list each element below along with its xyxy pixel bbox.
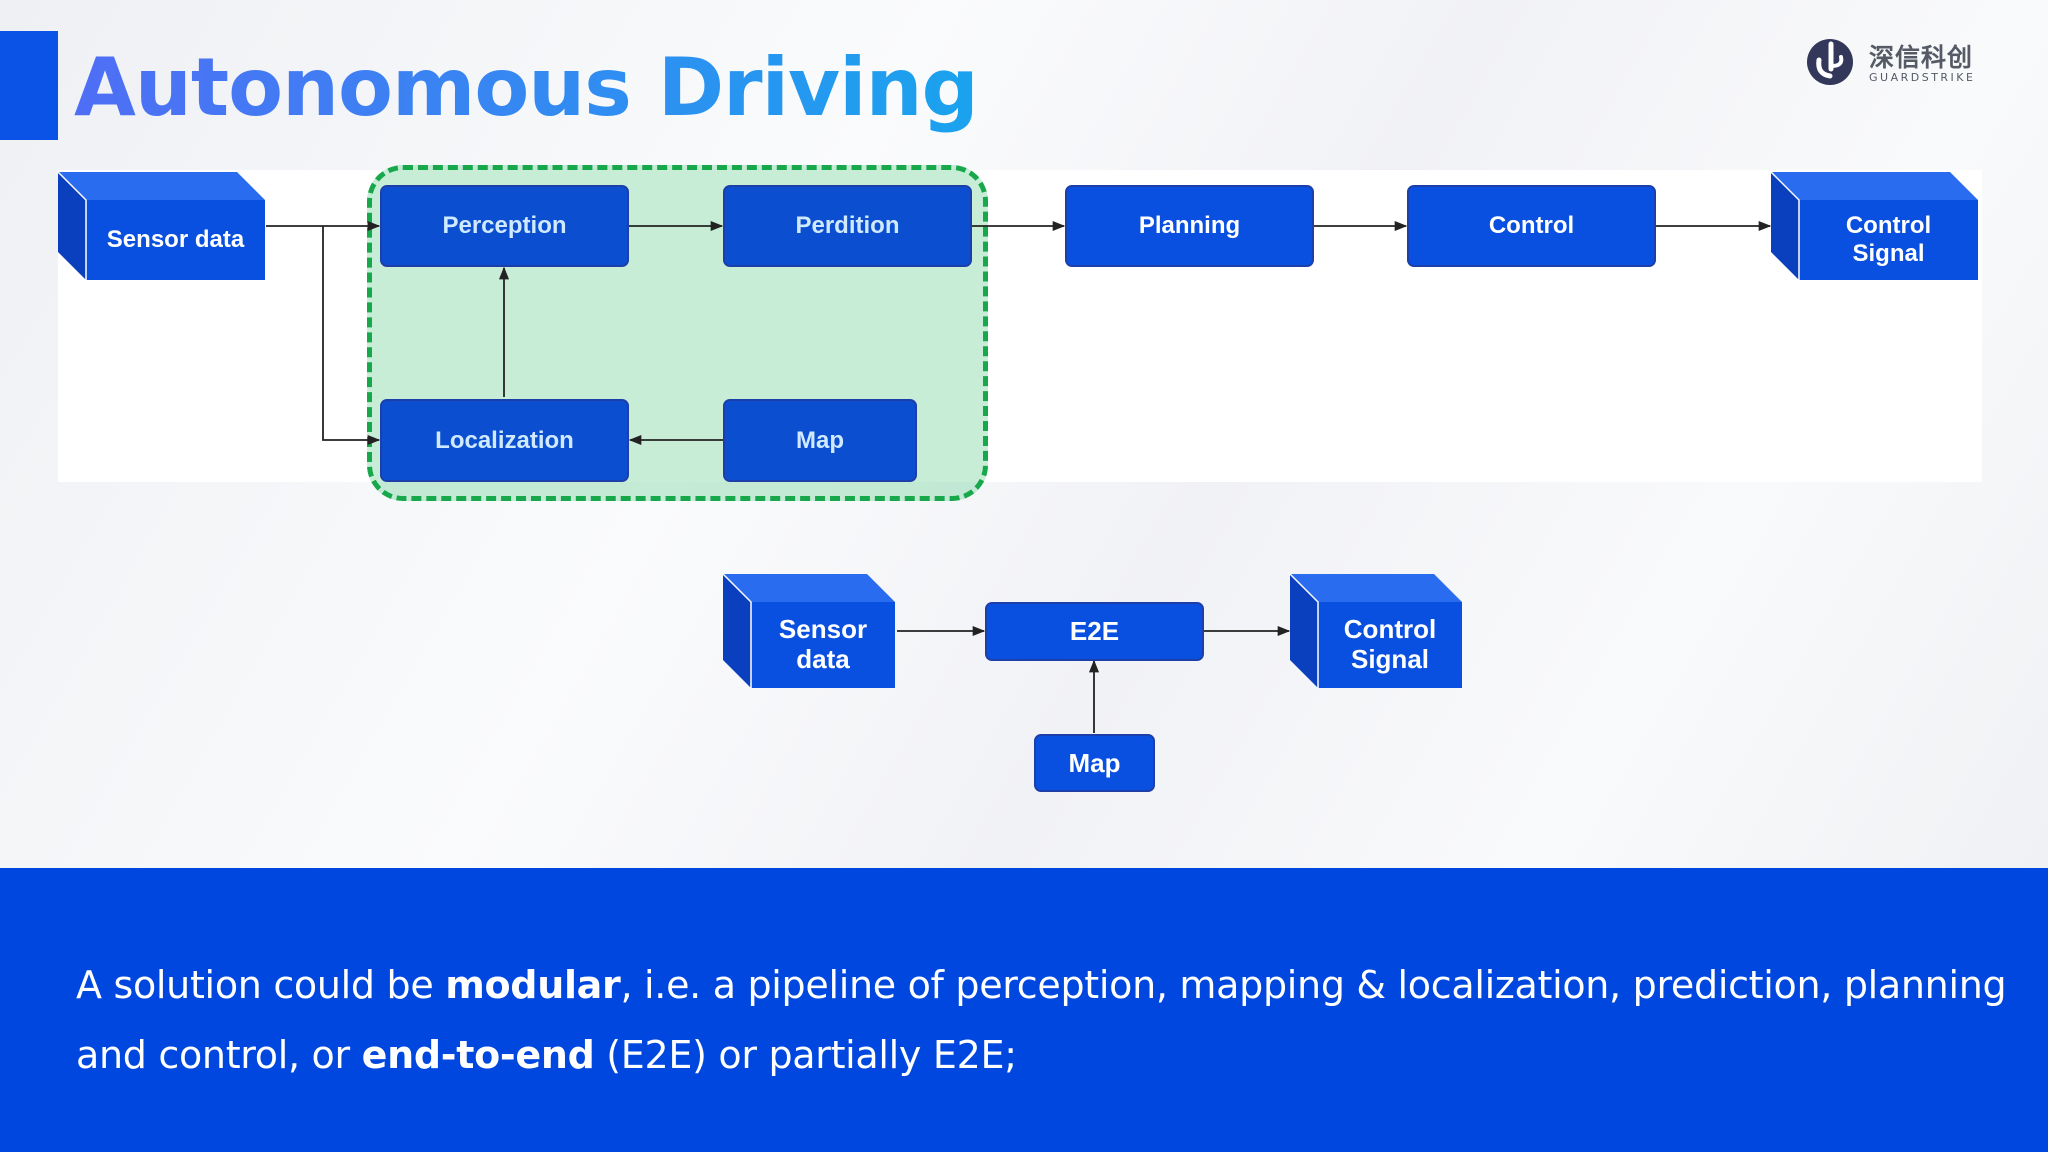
logo-mark-icon (1807, 39, 1853, 85)
arrow-sensor-to-localization (322, 226, 381, 446)
logo-name-cn: 深信科创 (1869, 43, 1974, 72)
caption-part2: , i.e. a pipeline of perception, mapping… (76, 963, 2007, 1077)
diagram-graphics (57, 171, 1978, 733)
caption-text: A solution could be modular, i.e. a pipe… (76, 950, 2016, 1090)
control-node: Control (1407, 185, 1656, 267)
perception-node: Perception (380, 185, 629, 267)
control-signal-label: Control Signal (1845, 212, 1932, 267)
modular-connectors (266, 220, 1772, 446)
caption-panel (0, 868, 2048, 1152)
prediction-node: Perdition (723, 185, 972, 267)
e2e-control-signal-label: Control Signal (1343, 614, 1437, 674)
company-logo: 深信科创 GUARDSTRIKE (1805, 36, 2005, 90)
e2e-map-node: Map (1034, 734, 1155, 792)
e2e-control-signal-cube (1289, 573, 1462, 688)
sensor-data-label: Sensor data (106, 226, 245, 254)
title-accent-bar (0, 31, 58, 140)
e2e-sensor-data-label: Sensor data (778, 614, 868, 674)
caption-part1: A solution could be (76, 963, 446, 1007)
map-node: Map (723, 399, 917, 482)
planning-node: Planning (1065, 185, 1314, 267)
e2e-sensor-data-cube (722, 573, 895, 688)
slide-title: Autonomous Driving (74, 38, 979, 138)
sensor-data-cube (57, 171, 265, 280)
caption-bold-end-to-end: end-to-end (361, 1033, 595, 1077)
e2e-connectors (897, 625, 1291, 733)
caption-bold-modular: modular (445, 963, 621, 1007)
caption-part3: (E2E) or partially E2E; (594, 1033, 1017, 1077)
control-signal-cube (1770, 171, 1978, 280)
logo-name-en: GUARDSTRIKE (1869, 71, 1976, 84)
e2e-model-node: E2E (985, 602, 1204, 661)
localization-node: Localization (380, 399, 629, 482)
